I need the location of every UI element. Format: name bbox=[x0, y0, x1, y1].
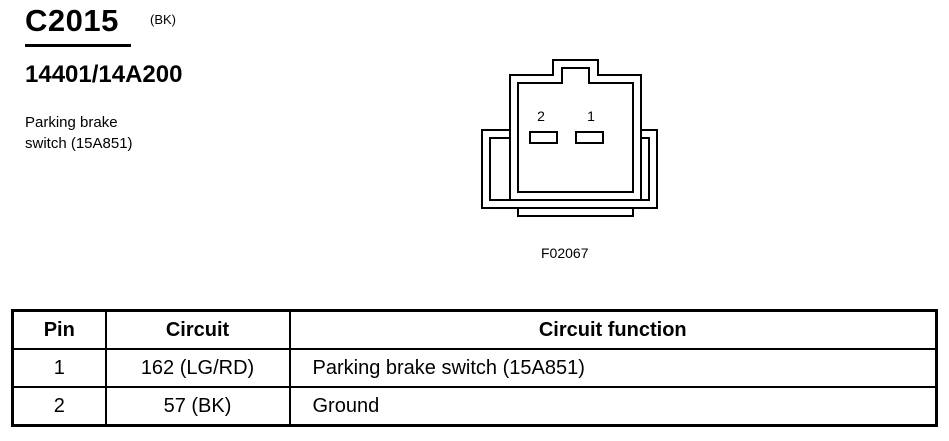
cell-circuit: 57 (BK) bbox=[104, 386, 291, 427]
pin-2-terminal bbox=[529, 131, 558, 144]
connector-description: Parking brake switch (15A851) bbox=[25, 112, 225, 154]
connector-bottom-lip bbox=[517, 208, 634, 217]
part-number: 14401/14A200 bbox=[25, 61, 183, 88]
pin-2-label: 2 bbox=[537, 108, 545, 124]
connector-face-diagram: 2 1 bbox=[481, 59, 658, 217]
right-flange-inner bbox=[641, 137, 650, 201]
left-flange-inner bbox=[489, 137, 511, 201]
pin-1-label: 1 bbox=[587, 108, 595, 124]
header-circuit: Circuit bbox=[104, 309, 291, 350]
pin-1-terminal bbox=[575, 131, 604, 144]
cell-pin: 2 bbox=[11, 386, 107, 427]
description-line-2: switch (15A851) bbox=[25, 135, 133, 152]
cell-circuit-function: Ground bbox=[288, 386, 938, 427]
cell-pin: 1 bbox=[11, 348, 107, 388]
pinout-table: Pin Circuit Circuit function 1 162 (LG/R… bbox=[11, 309, 938, 427]
connector-body bbox=[509, 75, 642, 201]
header-pin: Pin bbox=[11, 309, 107, 350]
table-row: 1 162 (LG/RD) Parking brake switch (15A8… bbox=[11, 348, 938, 388]
connector-cavity bbox=[517, 67, 634, 193]
connector-id: C2015 bbox=[25, 3, 119, 38]
header-circuit-function: Circuit function bbox=[288, 309, 938, 350]
connector-id-underline bbox=[25, 44, 131, 47]
table-row: 2 57 (BK) Ground bbox=[11, 386, 938, 427]
cell-circuit-function: Parking brake switch (15A851) bbox=[288, 348, 938, 388]
description-line-1: Parking brake bbox=[25, 114, 118, 131]
cell-circuit: 162 (LG/RD) bbox=[104, 348, 291, 388]
connector-color: (BK) bbox=[150, 12, 176, 27]
table-header-row: Pin Circuit Circuit function bbox=[11, 309, 938, 350]
figure-reference: F02067 bbox=[541, 245, 589, 261]
